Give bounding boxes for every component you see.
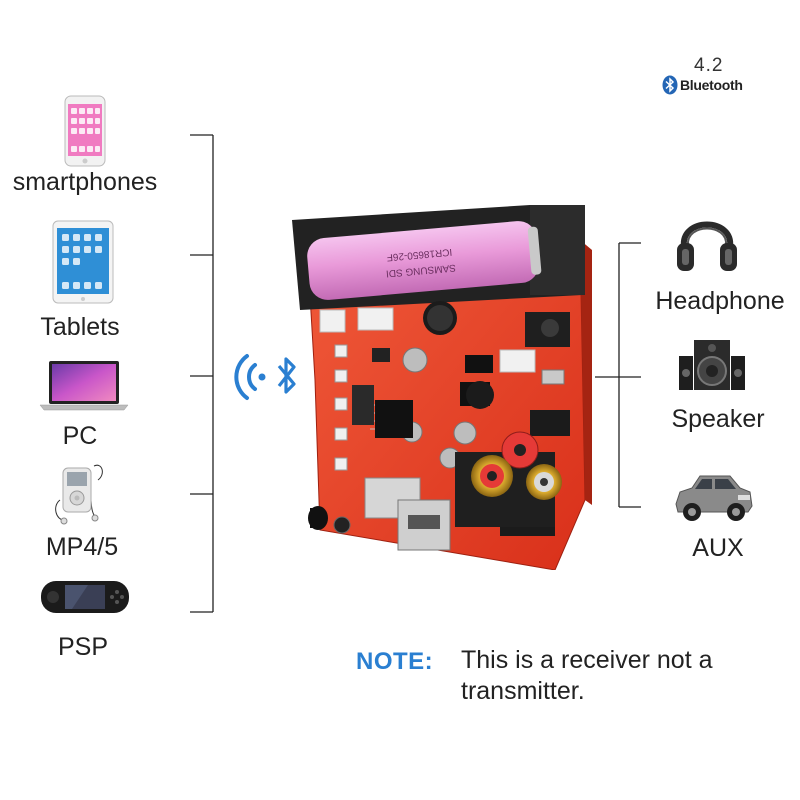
source-label-smartphones: smartphones xyxy=(12,168,158,196)
car-icon xyxy=(675,475,753,521)
bluetooth-version: 4.2 xyxy=(694,55,724,76)
speaker-icon xyxy=(679,340,745,390)
tablet-icon xyxy=(52,220,114,304)
bluetooth-wordmark: Bluetooth xyxy=(662,75,743,95)
psp-console-icon xyxy=(41,581,129,613)
source-label-pc: PC xyxy=(62,422,98,450)
source-label-mp4: MP4/5 xyxy=(45,533,119,561)
laptop-icon xyxy=(39,361,129,411)
output-bracket xyxy=(595,242,641,508)
bluetooth-receiver-board: ICR18650-26F SAMSUNG SDI xyxy=(292,205,592,570)
note-key: NOTE: xyxy=(356,648,434,675)
bluetooth-logo-icon xyxy=(662,75,678,95)
output-label-speaker: Speaker xyxy=(671,405,765,433)
source-bracket xyxy=(190,134,214,613)
output-label-headphone: Headphone xyxy=(655,287,785,315)
headphone-icon xyxy=(677,221,737,271)
wireless-signal-icon xyxy=(234,354,266,400)
source-label-psp: PSP xyxy=(57,633,109,661)
mp4-player-icon xyxy=(55,464,103,525)
source-label-tablets: Tablets xyxy=(40,313,120,341)
smartphone-icon xyxy=(64,95,106,167)
bluetooth-symbol-icon xyxy=(277,357,296,394)
bluetooth-brand-text: Bluetooth xyxy=(680,77,743,93)
output-label-aux: AUX xyxy=(692,534,744,562)
note-text: This is a receiver not a transmitter. xyxy=(461,646,713,705)
